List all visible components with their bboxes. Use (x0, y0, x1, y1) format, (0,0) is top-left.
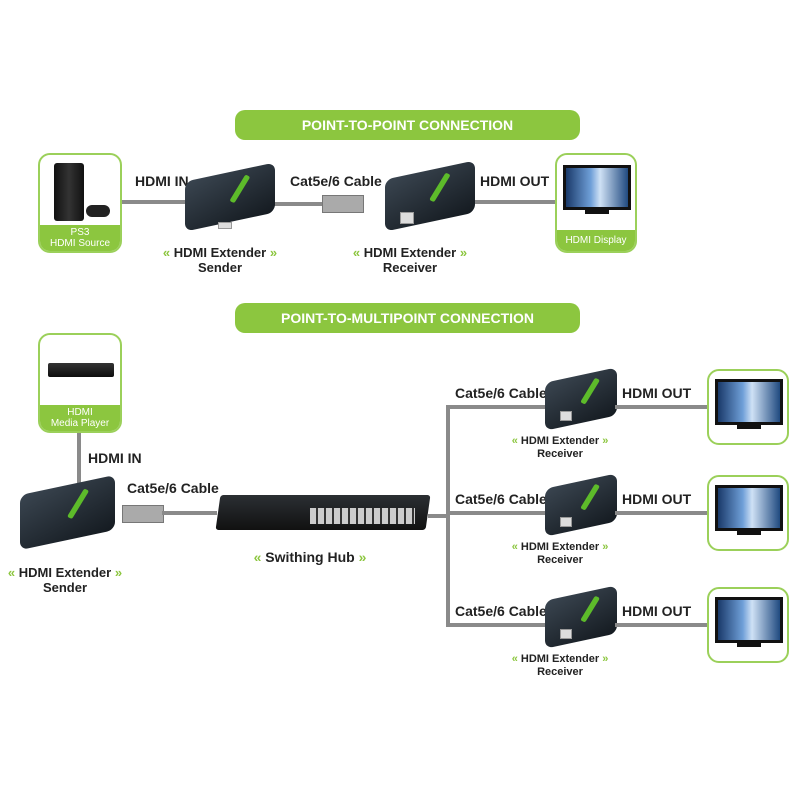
branch-receiver-label: « HDMI Extender » Receiver (511, 653, 609, 678)
hdmi-in-cable (120, 200, 200, 204)
hdmi-in-label: HDMI IN (135, 173, 189, 189)
cat-cable (268, 202, 323, 206)
extender-receiver-device (545, 473, 617, 537)
tv-stand (737, 643, 761, 647)
branch-hdmi-out-label: HDMI OUT (622, 603, 692, 619)
point-to-point-banner: POINT-TO-POINT CONNECTION (235, 110, 580, 140)
gamepad-icon (86, 205, 110, 217)
rj45-port (560, 629, 572, 639)
tv-stand (737, 531, 761, 535)
sender-label: « HDMI Extender » Sender (162, 245, 278, 275)
extender-receiver-device (545, 367, 617, 431)
display-caption: HDMI Display (557, 230, 635, 251)
tv-icon (715, 597, 783, 643)
receiver-label: « HDMI Extender » Receiver (352, 245, 468, 275)
hdmi-in-cable-vertical (77, 433, 81, 485)
branch-hdmi-cable (615, 511, 710, 515)
rj45-port (560, 517, 572, 527)
tv-stand (737, 425, 761, 429)
tv-stand (585, 210, 609, 214)
branch-display-card (707, 475, 789, 551)
hub-out-cable (428, 514, 448, 518)
sender-label-2: « HDMI Extender » Sender (7, 565, 123, 595)
tv-icon (715, 379, 783, 425)
branch-cable (446, 405, 546, 409)
cat-cable-label-2: Cat5e/6 Cable (127, 480, 219, 496)
branch-hdmi-out-label: HDMI OUT (622, 385, 692, 401)
extender-receiver-device (545, 585, 617, 649)
rj45-port (560, 411, 572, 421)
hdmi-display-card: HDMI Display (555, 153, 637, 253)
branch-hdmi-cable (615, 623, 710, 627)
branch-hdmi-cable (615, 405, 710, 409)
game-console-icon (54, 163, 84, 221)
branch-cable-label: Cat5e/6 Cable (455, 385, 547, 401)
extender-sender-device-2 (20, 474, 115, 551)
extender-receiver-device (385, 160, 475, 232)
branch-cable (446, 511, 546, 515)
hdmi-port (218, 222, 232, 229)
cat-cable-to-hub (162, 511, 217, 515)
branch-cable (446, 623, 546, 627)
hdmi-out-cable (470, 200, 560, 204)
trunk-cable (446, 405, 450, 627)
hub-ports (310, 508, 415, 524)
branch-display-card (707, 369, 789, 445)
branch-cable-label: Cat5e/6 Cable (455, 603, 547, 619)
rj45-port (400, 212, 414, 224)
hub-label: « Swithing Hub » (253, 549, 367, 565)
tv-icon (563, 165, 631, 210)
point-to-multipoint-banner: POINT-TO-MULTIPOINT CONNECTION (235, 303, 580, 333)
hdmi-in-label-2: HDMI IN (88, 450, 142, 466)
branch-cable-label: Cat5e/6 Cable (455, 491, 547, 507)
branch-hdmi-out-label: HDMI OUT (622, 491, 692, 507)
branch-display-card (707, 587, 789, 663)
media-player-icon (48, 363, 114, 377)
branch-receiver-label: « HDMI Extender » Receiver (511, 541, 609, 566)
cat-cable-label: Cat5e/6 Cable (290, 173, 382, 189)
branch-receiver-label: « HDMI Extender » Receiver (511, 435, 609, 460)
tv-icon (715, 485, 783, 531)
hdmi-out-label: HDMI OUT (480, 173, 550, 189)
